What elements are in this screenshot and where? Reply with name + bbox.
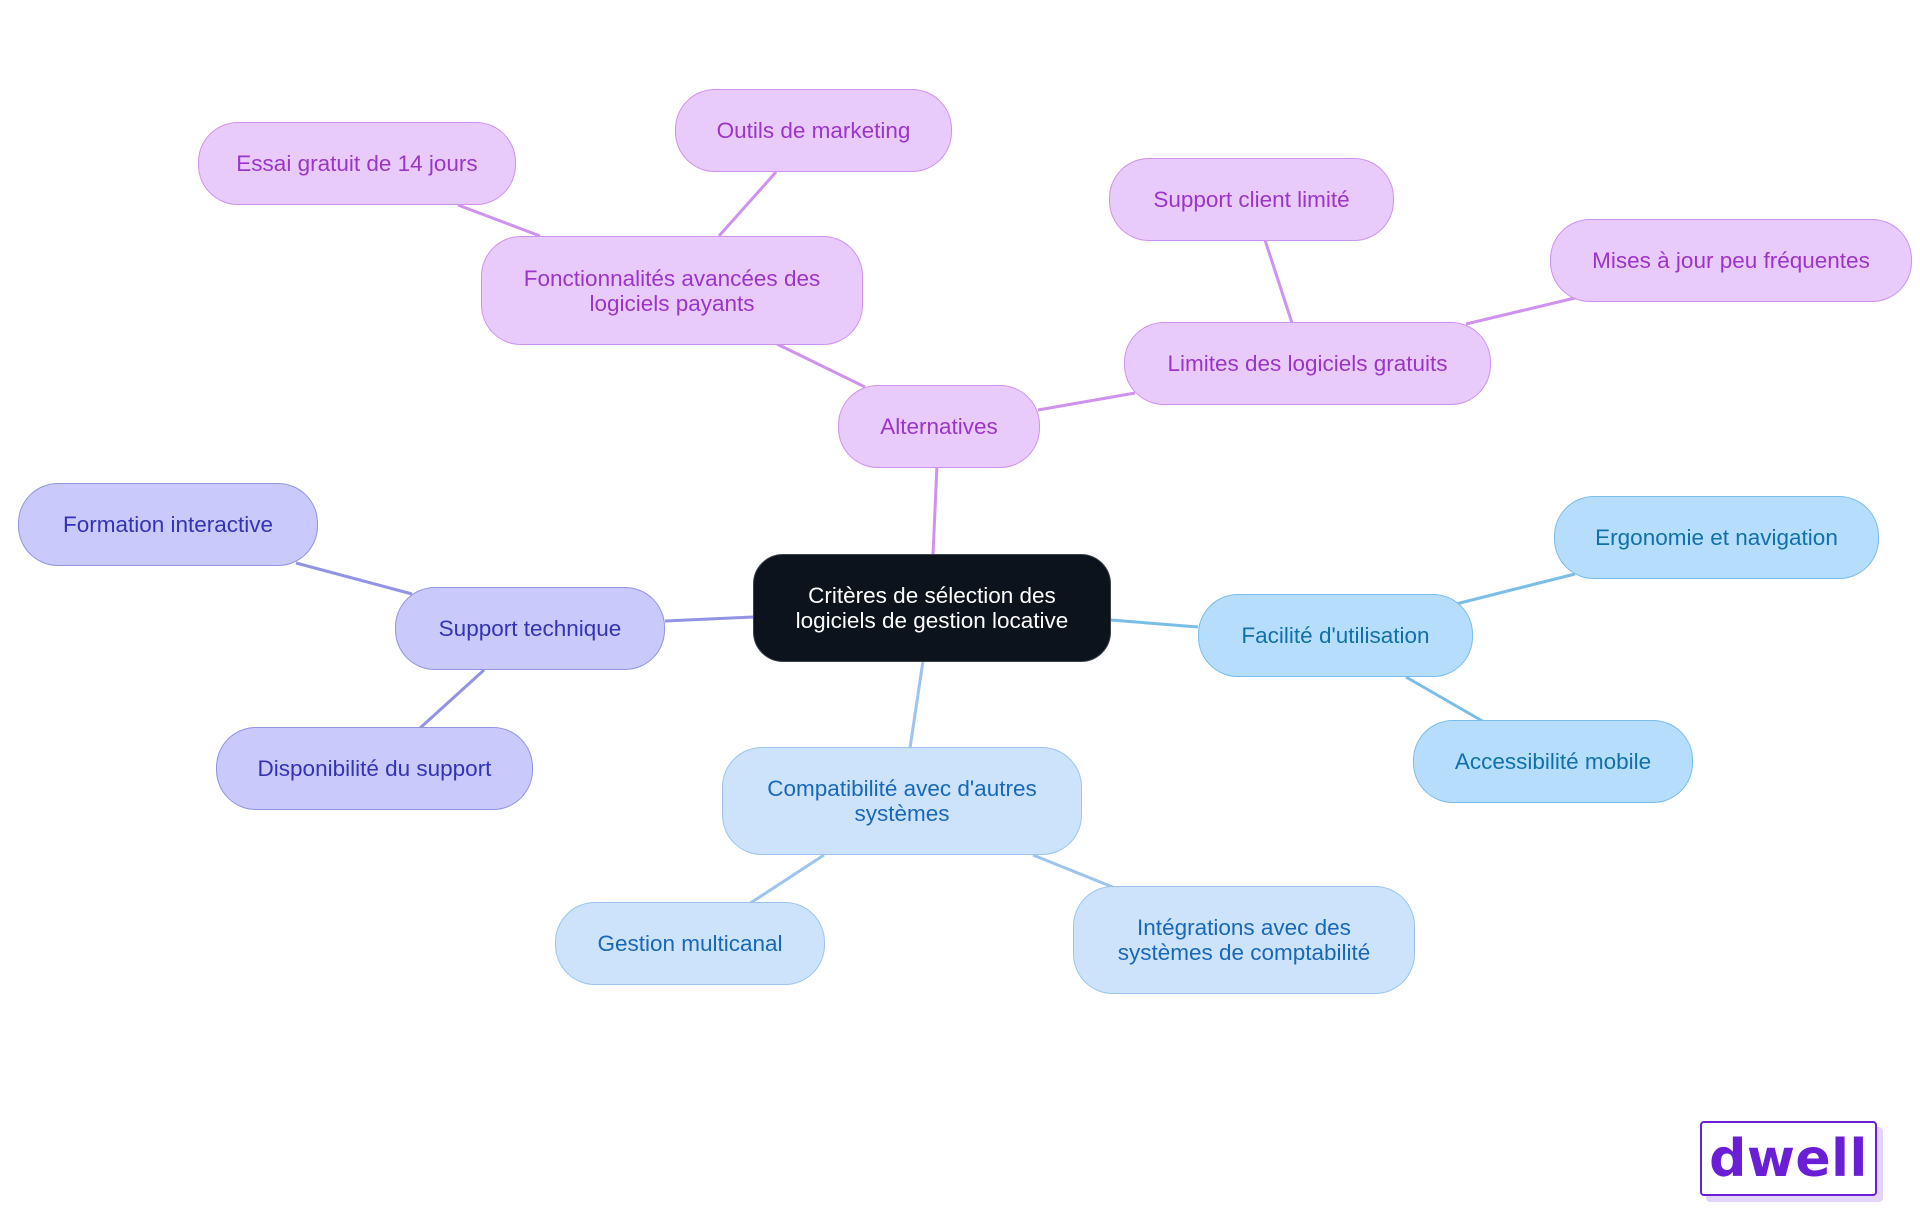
link-compat-multichannel bbox=[748, 853, 825, 906]
link-ease-ergonomics bbox=[1455, 572, 1576, 606]
link-alternatives-paid bbox=[776, 342, 866, 389]
link-support-training bbox=[295, 561, 413, 596]
node-paid-features-line-1: Fonctionnalités avancées des bbox=[523, 265, 821, 291]
node-interactive-training-label: Formation interactive bbox=[62, 512, 274, 537]
node-mobile-access[interactable]: Accessibilité mobile bbox=[1413, 720, 1693, 803]
link-root-ease bbox=[1110, 618, 1199, 629]
node-ergonomics[interactable]: Ergonomie et navigation bbox=[1554, 496, 1879, 579]
node-free-trial[interactable]: Essai gratuit de 14 jours bbox=[198, 122, 516, 205]
node-alternatives-label: Alternatives bbox=[880, 414, 998, 439]
node-multichannel[interactable]: Gestion multicanal bbox=[555, 902, 825, 985]
node-support-availability[interactable]: Disponibilité du support bbox=[216, 727, 533, 810]
link-alternatives-free bbox=[1037, 391, 1136, 412]
link-compat-accounting bbox=[1032, 853, 1116, 890]
node-accounting-line-2: systèmes de comptabilité bbox=[1117, 940, 1371, 965]
node-marketing-tools[interactable]: Outils de marketing bbox=[675, 89, 952, 172]
link-root-support bbox=[664, 615, 754, 623]
root-line-1: Critères de sélection des bbox=[808, 583, 1056, 608]
link-support-availability bbox=[417, 668, 486, 731]
node-multichannel-label: Gestion multicanal bbox=[597, 931, 783, 956]
node-free-limits[interactable]: Limites des logiciels gratuits bbox=[1124, 322, 1491, 405]
dwell-logo: dwell bbox=[1700, 1121, 1877, 1196]
node-compatibility-line-2: systèmes bbox=[854, 801, 950, 826]
dwell-logo-text: dwell bbox=[1709, 1128, 1868, 1189]
node-rare-updates[interactable]: Mises à jour peu fréquentes bbox=[1550, 219, 1912, 302]
node-marketing-tools-label: Outils de marketing bbox=[716, 118, 911, 143]
node-rare-updates-label: Mises à jour peu fréquentes bbox=[1592, 248, 1870, 273]
node-free-trial-label: Essai gratuit de 14 jours bbox=[236, 151, 478, 176]
node-support[interactable]: Support technique bbox=[395, 587, 665, 670]
node-free-limits-label: Limites des logiciels gratuits bbox=[1167, 351, 1448, 376]
link-root-alternatives bbox=[931, 464, 939, 556]
node-ease-of-use[interactable]: Facilité d'utilisation bbox=[1198, 594, 1473, 677]
link-root-compat bbox=[908, 660, 925, 749]
node-ergonomics-label: Ergonomie et navigation bbox=[1595, 525, 1838, 550]
node-compatibility-line-1: Compatibilité avec d'autres bbox=[767, 776, 1037, 801]
node-ease-of-use-label: Facilité d'utilisation bbox=[1241, 623, 1430, 648]
link-free-updates bbox=[1465, 296, 1576, 326]
node-alternatives[interactable]: Alternatives bbox=[838, 385, 1040, 468]
link-ease-mobile bbox=[1405, 675, 1485, 724]
node-paid-features-line-2: logiciels payants bbox=[589, 290, 755, 316]
node-limited-support[interactable]: Support client limité bbox=[1109, 158, 1394, 241]
link-free-support bbox=[1263, 239, 1294, 324]
root-line-2: logiciels de gestion locative bbox=[795, 608, 1069, 633]
link-paid-trial bbox=[457, 203, 541, 238]
node-mobile-access-label: Accessibilité mobile bbox=[1454, 749, 1652, 774]
node-support-availability-label: Disponibilité du support bbox=[257, 756, 492, 781]
link-paid-marketing bbox=[717, 171, 778, 237]
node-interactive-training[interactable]: Formation interactive bbox=[18, 483, 318, 566]
node-limited-support-label: Support client limité bbox=[1153, 187, 1350, 212]
node-accounting-line-1: Intégrations avec des bbox=[1137, 915, 1351, 940]
node-support-label: Support technique bbox=[438, 616, 622, 641]
